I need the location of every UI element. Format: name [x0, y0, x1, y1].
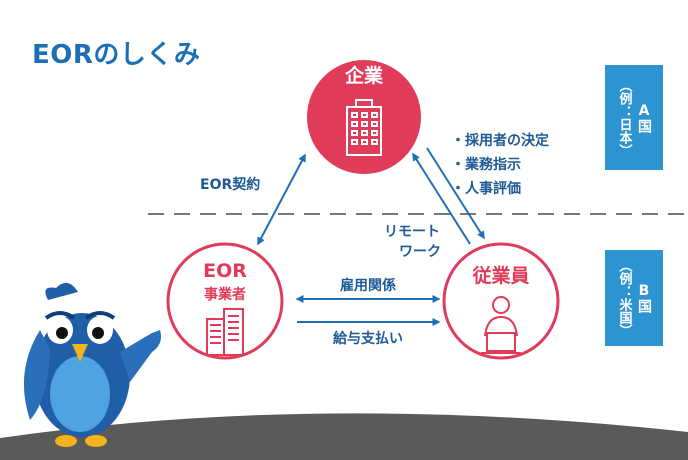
- country-b-label: B国: [636, 283, 652, 313]
- office-building-icon: [346, 99, 382, 156]
- eor-contract-arrow: [257, 153, 306, 246]
- country-b-box: B国 （例：米国）: [605, 250, 663, 346]
- duty-item: ・人事評価: [451, 180, 521, 197]
- remote-work-label-line2: ワーク: [399, 244, 441, 260]
- office-building-icon: [206, 308, 244, 356]
- remote-work-label-line1: リモート: [384, 224, 440, 240]
- salary-label: 給与支払い: [333, 330, 403, 347]
- country-a-example: （例：日本）: [616, 78, 632, 157]
- eor-provider-node: EOR 事業者: [166, 242, 284, 360]
- company-label: 企業: [344, 64, 384, 87]
- duty-item: ・採用者の決定: [451, 132, 549, 149]
- person-at-laptop-icon: [481, 296, 521, 354]
- eor-provider-label-line2: 事業者: [204, 286, 246, 303]
- ground-shape: [0, 413, 688, 460]
- bird-mascot-illustration: [23, 282, 161, 447]
- company-node: 企業: [307, 60, 421, 174]
- remote-work-arrow: [412, 152, 471, 245]
- country-a-box: A国 （例：日本）: [605, 65, 663, 170]
- employment-label: 雇用関係: [340, 277, 396, 294]
- duty-item: ・業務指示: [451, 156, 521, 173]
- employee-label: 従業員: [471, 264, 529, 287]
- company-to-employee-arrow: [426, 147, 485, 240]
- country-a-label: A国: [636, 102, 652, 133]
- eor-provider-label-line1: EOR: [203, 260, 247, 282]
- employee-node: 従業員: [442, 242, 560, 360]
- country-b-example: （例：米国）: [616, 259, 632, 337]
- eor-contract-label: EOR契約: [200, 176, 260, 193]
- page-title: EORのしくみ: [32, 40, 201, 70]
